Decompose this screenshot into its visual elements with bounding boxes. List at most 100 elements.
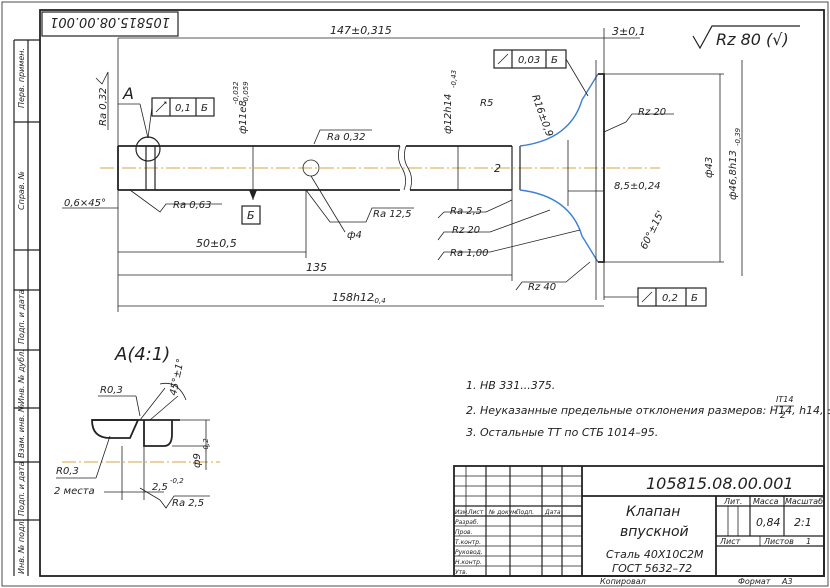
note-2-frac-den: 2 [780,411,786,421]
title-block [453,465,825,577]
detail-d9: ф9 [192,453,203,468]
left-strip: Перв. примен. Справ. № Подп. и дата Инв.… [13,39,40,576]
dim-3: 3±0,1 [612,25,646,38]
rough-ra032-mid: Ra 0,32 [327,132,366,143]
dim-angle-60: 60°±15' [639,209,667,251]
tol-frame-2: 0,03 Б [493,49,589,97]
tb-hdr-izm: Изм. [455,509,469,516]
detail-d25: 2,5 [152,482,168,493]
strip-label-7: Инв. № подл. [17,519,26,574]
title-name-1: Клапан [626,504,680,520]
title-material-1: Сталь 40Х10С2М [606,548,704,561]
title-material-2: ГОСТ 5632–72 [612,562,692,575]
dim-d11: ф11e8 [238,100,249,134]
dim-d46-tol: -0,39 [734,127,742,146]
detail-d25-tol: -0,2 [170,477,184,485]
title-scale: 2:1 [794,516,812,529]
dim-chamfer: 0,6×45° [64,198,106,209]
note-3: 3. Остальные ТТ по СТБ 1014–95. [466,426,658,439]
general-finish-text: Rz 80 (√) [716,30,789,49]
strip-label-6: Подп. и дата [17,461,26,516]
dim-50: 50±0,5 [196,237,237,250]
tb-role-6: Утв. [455,569,468,576]
rotated-number-box: 105815.08.00.001 [41,11,179,37]
dim-d12-tol: -0,43 [450,70,458,88]
rough-ra032-left: Ra 0,32 [98,87,109,126]
detail-a-view: A(4:1) [56,344,220,509]
strip-label-3: Подп. и дата [17,289,26,344]
drawing-frame [39,9,825,577]
tb-hdr-date: Дата [544,509,561,516]
tb-format: Формат [738,577,771,586]
tb-role-4: Руковод. [455,549,483,556]
dim-d12: ф12h14 [443,94,454,134]
note-2-frac-num: IT14 [776,395,793,404]
detail-title: A(4:1) [114,344,170,365]
dim-d4: ф4 [347,230,362,241]
dim-d11-tol-up: -0,032 [232,81,240,104]
tb-role-2: Пров. [455,529,473,536]
tol-frame-2-base: Б [551,55,558,66]
tb-copied: Копировал [600,577,646,586]
tol-frame-1-base: Б [201,103,208,114]
dim-d43: ф43 [704,157,715,178]
title-col-scale: Масштаб [785,497,823,506]
dim-147: 147±0,315 [330,24,392,37]
title-designation: 105815.08.00.001 [646,474,794,493]
title-col-lit: Лит. [723,497,742,506]
rough-rz40: Rz 40 [528,282,556,293]
tb-role-3: Т.контр. [455,539,481,546]
detail-r03: R0,3 [100,385,123,396]
rough-ra063: Ra 0,63 [173,200,212,211]
dim-158: 158h12 [332,291,374,304]
dim-158-tol: -0,4 [372,297,386,305]
rough-rz20b: Rz 20 [638,107,666,118]
tb-hdr-sign: Подп. [516,509,534,516]
tol-frame-1: 0,1 Б [147,97,215,139]
dim-r16: R16±0,9 [529,93,554,138]
dim-d11-tol-dn: -0,059 [242,81,250,104]
rough-ra125: Ra 12,5 [373,209,412,220]
strip-label-2: Справ. № [17,171,26,210]
detail-rough: Ra 2,5 [172,498,204,509]
dim-135: 135 [306,261,327,274]
tb-format-val: А3 [781,577,793,586]
datum-b-label: Б [247,209,255,222]
note-2: 2. Неуказанные предельные отклонения раз… [466,404,830,417]
detail-d9-tol: -0,2 [202,438,210,452]
tb-hdr-doc: № докум. [488,509,519,516]
tol-frame-3-val: 0,2 [662,293,678,304]
tol-frame-1-val: 0,1 [175,103,191,114]
valve-main-view [100,28,660,300]
dim-2: 2 [494,162,501,175]
dim-8-5: 8,5±0,24 [614,181,661,192]
tb-hdr-list: Лист [467,509,484,516]
tb-role-1: Разраб. [455,519,479,526]
dim-d46: ф46,8h13 [728,150,739,200]
title-mass: 0,84 [756,516,781,529]
title-sheets-label: Листов [763,537,794,546]
rotated-number: 105815.08.00.001 [50,14,170,29]
strip-label-5: Взам. инв. № [17,404,26,458]
title-sheet-label: Лист [719,537,741,546]
dimension-lines [117,37,743,312]
detail-r03b-note: 2 места [54,486,95,497]
view-label-a: A [122,84,134,103]
tol-frame-3-base: Б [691,293,698,304]
title-col-mass: Масса [753,497,779,506]
detail-r03b: R0,3 [56,466,79,477]
rough-ra100: Ra 1,00 [450,248,489,259]
datum-b-box [241,205,261,225]
strip-label-4: Инв. № дубл. [17,349,26,404]
datum-b-triangle [249,190,257,200]
tol-frame-3: 0,2 Б [604,287,707,307]
roughness-marks: Ra 0,32 Ra 0,32 Ra 0,63 Ra 12,5 Ra 2,5 R… [95,71,674,293]
general-finish: Rz 80 (√) [692,25,800,50]
rough-rz20a: Rz 20 [452,225,480,236]
title-name-2: впускной [620,524,689,540]
strip-label-1: Перв. примен. [17,48,26,108]
tb-role-5: Н.контр. [455,559,482,566]
dim-r5: R5 [480,98,493,109]
